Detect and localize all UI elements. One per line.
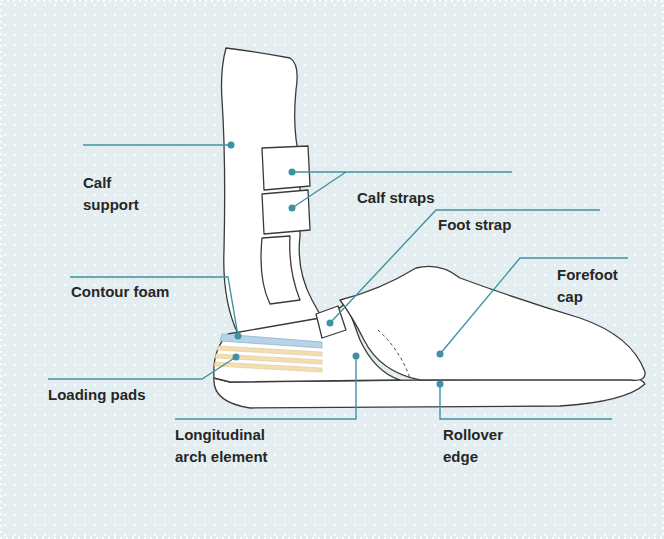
part-label: Calf support bbox=[83, 172, 163, 216]
ankle-window bbox=[261, 236, 300, 304]
calf-support bbox=[222, 48, 323, 334]
sole bbox=[214, 378, 645, 408]
loading-pads bbox=[214, 346, 322, 372]
part-label: Longitudinal arch element bbox=[175, 424, 295, 468]
part-label: Loading pads bbox=[48, 384, 208, 406]
part-label: Forefoot cap bbox=[557, 264, 647, 308]
calf-strap bbox=[262, 146, 310, 190]
part-label: Contour foam bbox=[71, 281, 231, 303]
part-label: Foot strap bbox=[438, 214, 598, 236]
boot bbox=[214, 48, 645, 408]
part-label: Calf straps bbox=[357, 187, 517, 209]
part-label: Rollover edge bbox=[443, 424, 533, 468]
forefoot-cap bbox=[340, 266, 645, 380]
arch-line bbox=[378, 330, 410, 378]
leader-dots bbox=[228, 142, 444, 388]
calf-strap bbox=[262, 190, 310, 234]
leader-lines bbox=[48, 145, 628, 419]
